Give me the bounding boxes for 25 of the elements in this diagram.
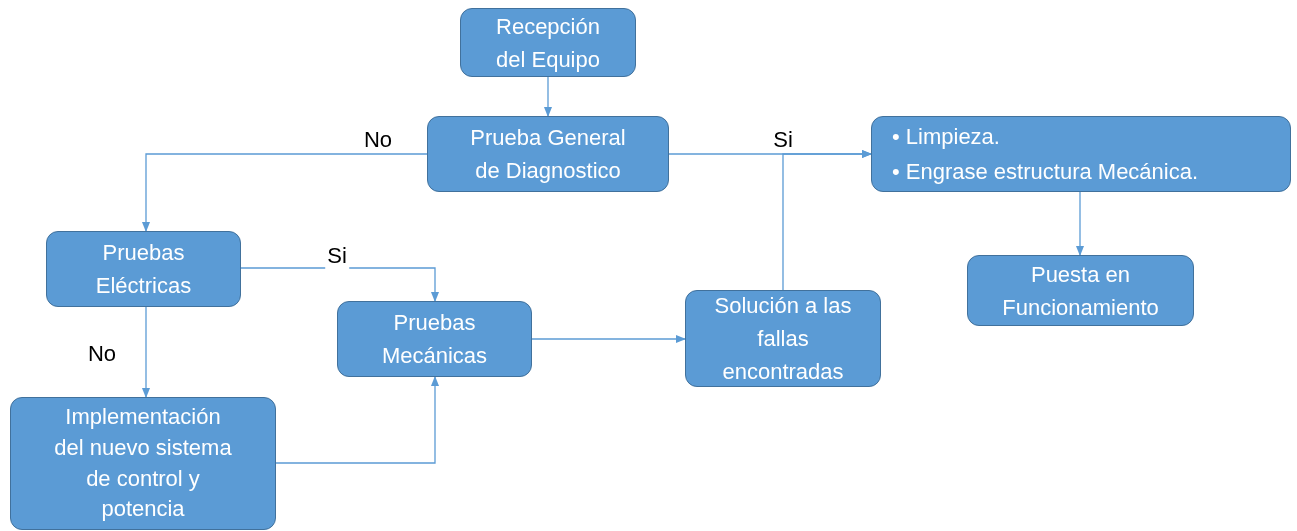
arrow xyxy=(531,334,687,344)
arrow xyxy=(275,375,440,464)
arrow xyxy=(1075,191,1085,257)
node-label: Solución a las fallas encontradas xyxy=(713,292,853,386)
node-label: Implementación del nuevo sistema de control y potencia xyxy=(54,402,232,524)
process-box xyxy=(46,231,241,307)
arrow xyxy=(141,153,428,233)
arrow xyxy=(543,76,553,118)
bullet-item: • Engrase estructura Mecánica. xyxy=(892,158,1199,186)
process-box xyxy=(460,8,636,77)
process-box xyxy=(10,397,276,530)
process-box xyxy=(967,255,1194,326)
arrow xyxy=(240,267,440,303)
node-label: Recepción del Equipo xyxy=(495,12,601,74)
node-label: Pruebas Eléctricas xyxy=(94,239,193,300)
process-box xyxy=(685,290,881,387)
node-label: Puesta en Funcionamiento xyxy=(1001,260,1160,322)
node-label: Prueba General de Diagnostico xyxy=(469,124,627,185)
process-box xyxy=(337,301,532,377)
arrow xyxy=(782,149,873,291)
bullet-item: • Limpieza. xyxy=(892,122,1000,151)
node-label: Pruebas Mecánicas xyxy=(380,309,489,370)
process-box xyxy=(427,116,669,192)
process-box xyxy=(871,116,1291,192)
arrow xyxy=(141,306,151,399)
